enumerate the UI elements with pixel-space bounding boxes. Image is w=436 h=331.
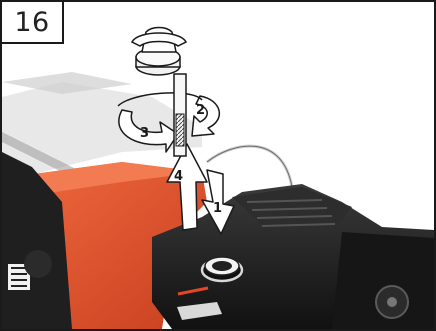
engine-pulley-hub [387, 297, 397, 307]
arrow-2-label: 2 [196, 103, 205, 118]
oil-filler-opening-icon [202, 257, 242, 281]
wheel [24, 250, 52, 278]
step-number: 16 [14, 7, 49, 38]
step-number-box: 16 [2, 2, 64, 44]
arrow-1-label: 1 [213, 201, 222, 216]
arrow-2-turn-off: 2 [192, 96, 219, 136]
lawnmower-oil-dipstick-illustration: 1 4 3 2 [2, 2, 434, 329]
arrow-3-label: 3 [140, 126, 149, 141]
arrow-4-label: 4 [174, 169, 183, 184]
